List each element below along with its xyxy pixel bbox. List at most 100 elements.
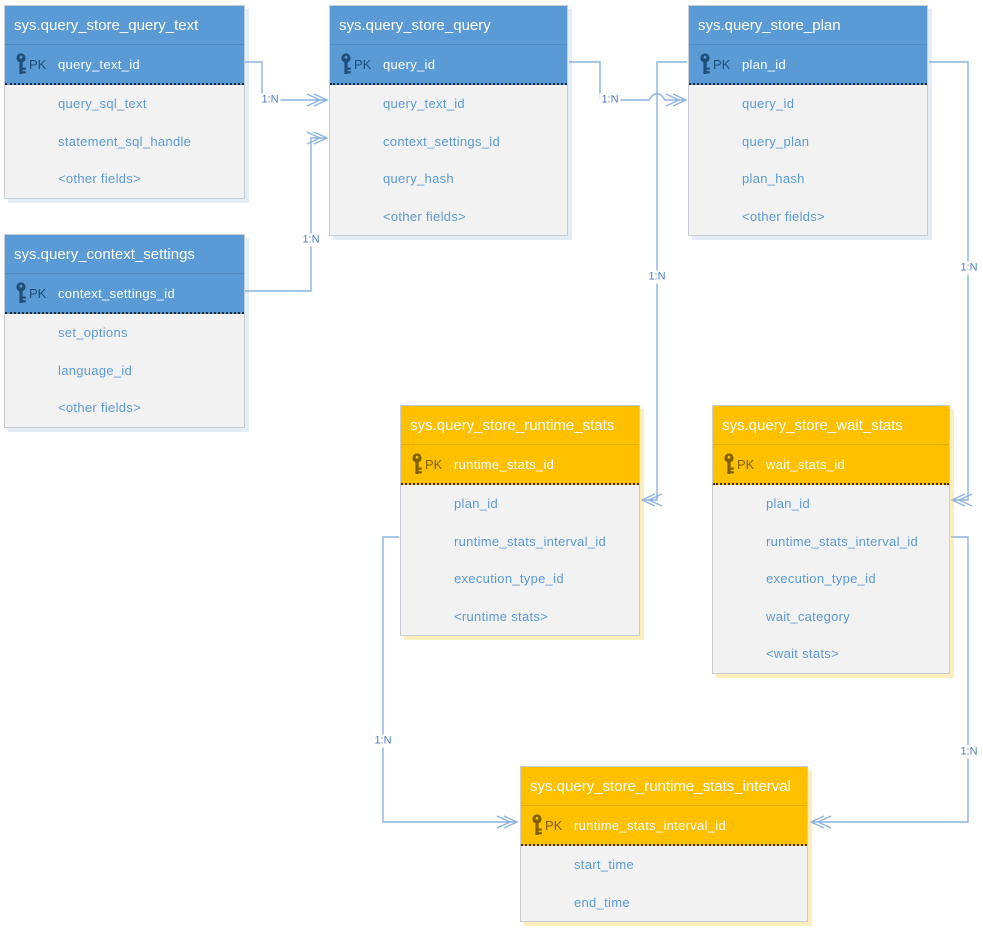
key-icon-wrap [698, 53, 712, 80]
primary-key-icon [16, 282, 26, 303]
table-header: sys.query_store_wait_stats [713, 406, 949, 445]
arrowhead-left-icon [809, 815, 825, 829]
field-name: set_options [58, 325, 128, 341]
key-icon-wrap [722, 453, 736, 480]
cardinality-label: 1:N [958, 261, 980, 275]
field-row: query_hash [330, 160, 567, 198]
table-title: sys.query_context_settings [14, 245, 195, 263]
pk-badge: PK [545, 817, 563, 833]
table-title: sys.query_store_runtime_stats [410, 416, 615, 434]
pk-badge: PK [737, 456, 755, 472]
primary-key-icon [412, 453, 422, 474]
arrowhead-right-icon [306, 131, 322, 145]
arrowhead-right-icon [503, 815, 519, 829]
connector-context-settings-to-query [245, 131, 329, 292]
field-name: end_time [574, 894, 630, 910]
connector-plan-to-runtime-stats [640, 61, 687, 507]
primary-key-icon [16, 53, 26, 74]
cardinality-label: 1:N [259, 93, 281, 107]
cardinality-label: 1:N [599, 93, 621, 107]
field-row: plan_hash [689, 160, 927, 198]
field-name: <other fields> [742, 208, 825, 224]
primary-key-row: PK runtime_stats_id [401, 445, 639, 485]
field-name: context_settings_id [383, 133, 500, 149]
arrowhead-right-icon [672, 93, 688, 107]
field-row: query_plan [689, 123, 927, 161]
field-name: query_id [742, 96, 795, 112]
field-row: statement_sql_handle [5, 123, 244, 161]
table-title: sys.query_store_wait_stats [722, 416, 903, 434]
key-icon-wrap [410, 453, 424, 480]
field-name: wait_category [766, 608, 851, 624]
arrowhead-left-icon [816, 815, 832, 829]
table-header: sys.query_store_plan [689, 6, 927, 45]
field-row: <other fields> [330, 198, 567, 236]
field-name: <other fields> [58, 400, 141, 416]
field-row: query_sql_text [5, 85, 244, 123]
table-header: sys.query_store_query [330, 6, 567, 45]
field-name: execution_type_id [766, 571, 876, 587]
field-name: query_sql_text [58, 96, 147, 112]
field-row: start_time [521, 846, 807, 884]
cardinality-label: 1:N [372, 734, 394, 748]
arrowhead-right-icon [313, 93, 329, 107]
field-name: query_text_id [383, 96, 465, 112]
key-icon-wrap [14, 282, 28, 309]
field-row: set_options [5, 314, 244, 352]
field-name: plan_id [454, 496, 499, 512]
key-icon-wrap [339, 53, 353, 80]
field-row: runtime_stats_interval_id [401, 523, 639, 561]
table-title: sys.query_store_plan [698, 16, 841, 34]
field-row: end_time [521, 884, 807, 922]
arrowhead-left-icon [647, 493, 663, 507]
field-row: query_id [689, 85, 927, 123]
table-header: sys.query_store_query_text [5, 6, 244, 45]
primary-key-icon [341, 53, 351, 74]
arrowhead-left-icon [640, 493, 656, 507]
field-name: <runtime stats> [454, 608, 549, 624]
field-name: statement_sql_handle [58, 133, 192, 149]
cardinality-label: 1:N [300, 233, 322, 247]
field-row: plan_id [713, 485, 949, 523]
arrowhead-left-icon [950, 493, 966, 507]
pk-field-name: runtime_stats_id [454, 456, 555, 472]
connector-query-to-plan [569, 61, 688, 107]
cardinality-label: 1:N [646, 270, 668, 284]
pk-badge: PK [354, 56, 372, 72]
field-name: runtime_stats_interval_id [454, 533, 607, 549]
arrowhead-right-icon [313, 131, 329, 145]
field-name: language_id [58, 362, 133, 378]
connector-plan-to-wait-stats [929, 61, 973, 507]
field-row: plan_id [401, 485, 639, 523]
field-name: <wait stats> [766, 646, 839, 662]
connector-query-text-to-query [245, 61, 329, 107]
table-title: sys.query_store_query_text [14, 16, 199, 34]
field-name: start_time [574, 857, 635, 873]
field-name: execution_type_id [454, 571, 564, 587]
field-row: execution_type_id [401, 560, 639, 598]
field-name: runtime_stats_interval_id [766, 533, 919, 549]
pk-badge: PK [425, 456, 443, 472]
table-header: sys.query_store_runtime_stats [401, 406, 639, 445]
primary-key-icon [700, 53, 710, 74]
field-row: wait_category [713, 598, 949, 636]
table-header: sys.query_store_runtime_stats_interval [521, 767, 807, 806]
field-row: <wait stats> [713, 635, 949, 673]
connector-wait-stats-to-interval [809, 536, 969, 829]
field-name: plan_hash [742, 171, 805, 187]
field-name: query_plan [742, 133, 810, 149]
